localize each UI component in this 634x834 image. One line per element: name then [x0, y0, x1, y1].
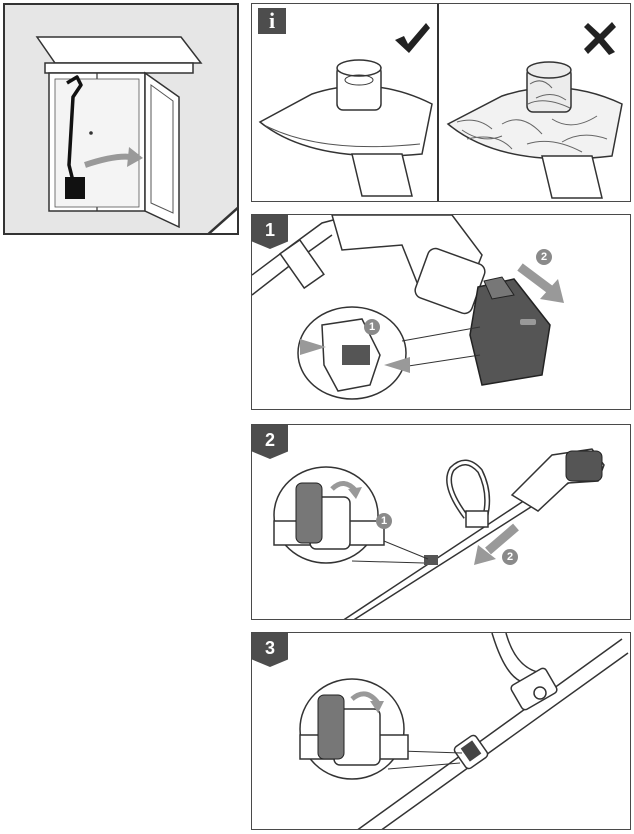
callout-2: 2 — [502, 549, 518, 565]
step-3-panel: 3 — [251, 632, 631, 830]
cross-icon — [584, 22, 616, 55]
battery-removal-illustration — [252, 215, 564, 400]
storage-panel — [3, 3, 239, 235]
handle-adjustment-illustration — [273, 448, 605, 619]
guard-cleanliness-illustration — [258, 4, 623, 201]
cabinet-storage-illustration — [35, 36, 237, 233]
info-panel: i — [251, 3, 631, 202]
callout-2: 2 — [536, 249, 552, 265]
callout-1: 1 — [364, 319, 380, 335]
step-3-badge: 3 — [252, 633, 288, 667]
step-2-badge: 2 — [252, 425, 288, 459]
clip-fastening-illustration — [299, 633, 629, 829]
step-1-badge: 1 — [252, 215, 288, 249]
step-1-panel: 1 1 2 — [251, 214, 631, 410]
step-2-panel: 2 1 2 — [251, 424, 631, 620]
checkmark-icon — [395, 23, 430, 53]
callout-1: 1 — [376, 513, 392, 529]
info-icon: i — [258, 8, 286, 34]
